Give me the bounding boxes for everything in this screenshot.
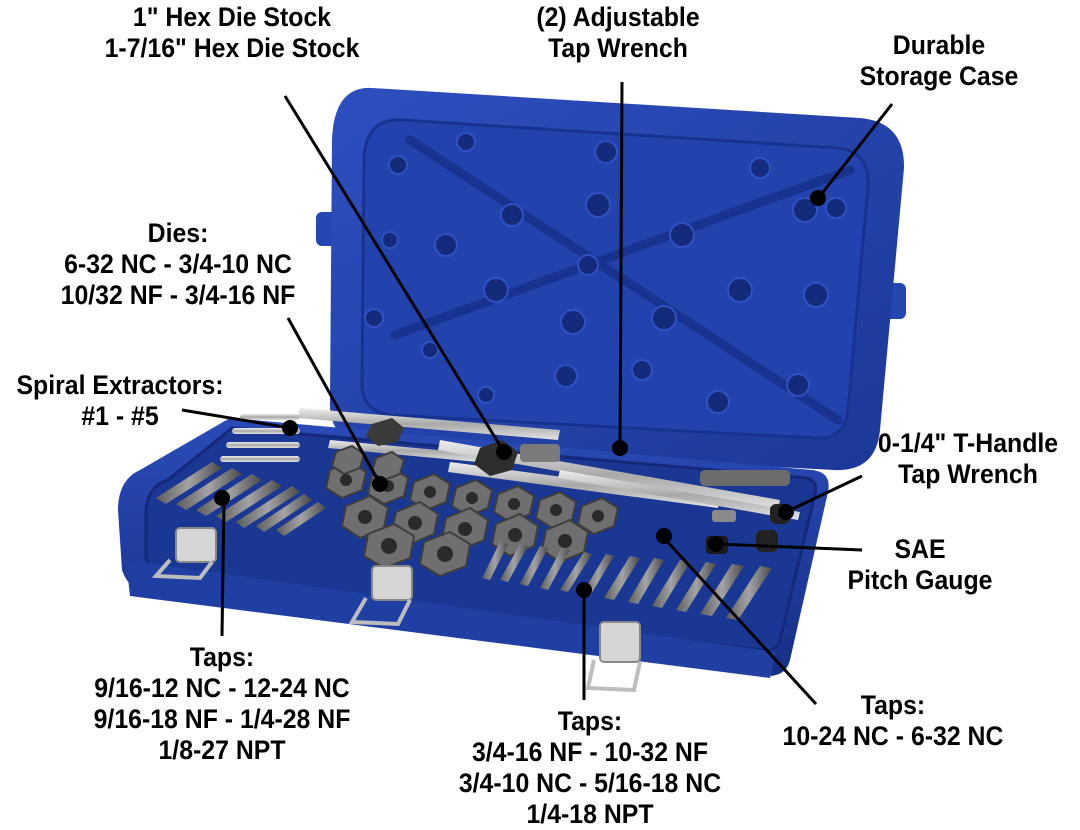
t-handle-chuck — [756, 530, 778, 552]
callout-line: 0-1/4" T-Handle — [877, 428, 1059, 458]
latch-middle — [348, 565, 413, 627]
latch-left — [151, 527, 217, 581]
callout-line: 10/32 NF - 3/4-16 NF — [60, 280, 296, 310]
callout-line: Taps: — [189, 642, 255, 672]
callout-taps-left: Taps: 9/16-12 NC - 12-24 NC 9/16-18 NF -… — [75, 642, 369, 766]
callout-dots — [214, 190, 826, 598]
latch-right — [585, 621, 642, 693]
callout-line: Taps: — [860, 690, 926, 720]
callout-line: 6-32 NC - 3/4-10 NC — [64, 249, 292, 279]
adjustable-wrench-body — [520, 444, 560, 462]
hex-dies — [324, 444, 620, 578]
callout-taps-center: Taps: 3/4-16 NF - 10-32 NF 3/4-10 NC - 5… — [443, 706, 737, 830]
callout-adjustable-tap-wrench: (2) Adjustable Tap Wrench — [517, 2, 719, 64]
callout-line: SAE — [894, 534, 946, 564]
callout-line: 10-24 NC - 6-32 NC — [782, 721, 1004, 751]
tap-wrench-bar — [448, 462, 720, 508]
callout-line: Taps: — [557, 706, 623, 736]
callout-line: Spiral Extractors: — [16, 370, 224, 400]
callout-t-handle: 0-1/4" T-Handle Tap Wrench — [865, 428, 1071, 490]
t-handle-body — [700, 470, 790, 486]
callout-line: 3/4-16 NF - 10-32 NF — [471, 737, 709, 767]
callout-line: (2) Adjustable — [536, 2, 700, 32]
callout-line: Dies: — [147, 218, 209, 248]
callout-die-stock: 1" Hex Die Stock 1-7/16" Hex Die Stock — [76, 2, 389, 64]
wrench-handles — [298, 408, 800, 520]
tap-small — [712, 510, 736, 522]
lid-rib-diagonal — [405, 135, 843, 425]
callout-dies: Dies: 6-32 NC - 3/4-10 NC 10/32 NF - 3/4… — [40, 218, 316, 311]
spiral-extractors — [220, 414, 300, 462]
callout-line: Tap Wrench — [898, 459, 1038, 489]
die-stock-long — [298, 408, 560, 440]
callout-line: #1 - #5 — [81, 401, 159, 431]
die-stock-hex-head — [366, 418, 404, 446]
callout-storage-case: Durable Storage Case — [842, 30, 1035, 92]
callout-line: 3/4-10 NC - 5/16-18 NC — [458, 768, 722, 798]
callout-line: Durable — [892, 30, 986, 60]
lid-holes — [364, 132, 847, 414]
callout-line: 1" Hex Die Stock — [132, 2, 332, 32]
callout-taps-right: Taps: 10-24 NC - 6-32 NC — [769, 690, 1017, 752]
tap-wrench-bar — [558, 470, 800, 520]
callout-line: 1-7/16" Hex Die Stock — [104, 33, 360, 63]
callout-line: 9/16-12 NC - 12-24 NC — [94, 673, 350, 703]
die-stock-short — [328, 440, 480, 462]
callout-spiral-extractors: Spiral Extractors: #1 - #5 — [10, 370, 231, 432]
callout-line: 1/4-18 NPT — [526, 799, 654, 829]
taps-left-group — [156, 462, 326, 536]
callout-line: Pitch Gauge — [847, 565, 993, 595]
callout-line: Tap Wrench — [548, 33, 688, 63]
callout-line: 9/16-18 NF - 1/4-28 NF — [93, 704, 351, 734]
callout-pitch-gauge: SAE Pitch Gauge — [837, 534, 1003, 596]
callout-leaders — [181, 81, 894, 706]
case-lid — [316, 87, 906, 471]
case-latches — [151, 527, 642, 693]
callout-line: 1/8-27 NPT — [158, 735, 286, 765]
callout-line: Storage Case — [859, 61, 1019, 91]
